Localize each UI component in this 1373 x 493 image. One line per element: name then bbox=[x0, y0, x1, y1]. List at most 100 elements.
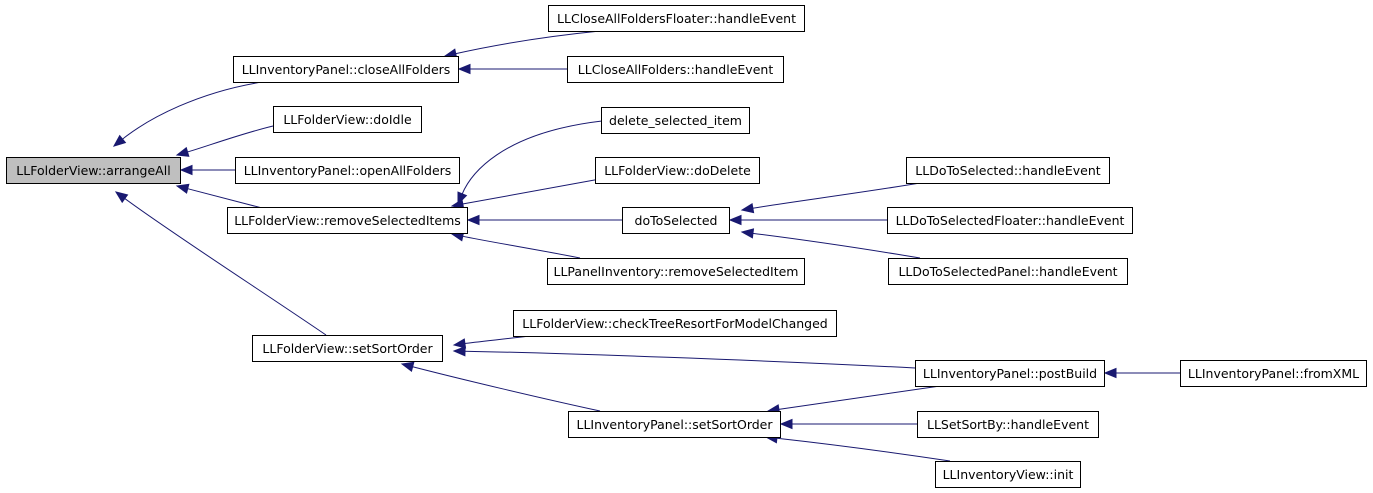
node-label: LLPanelInventory::removeSelectedItem bbox=[554, 264, 799, 279]
node-label: LLFolderView::checkTreeResortForModelCha… bbox=[522, 316, 827, 331]
edge-line bbox=[186, 187, 263, 209]
node-closeAllFolders[interactable]: LLInventoryPanel::closeAllFolders bbox=[233, 56, 459, 83]
edge-removeSelectedItems-to-arrangeAll bbox=[175, 183, 263, 209]
edge-line bbox=[775, 437, 951, 462]
node-label: LLInventoryPanel::setSortOrder bbox=[576, 417, 773, 432]
node-label: LLCloseAllFoldersFloater::handleEvent bbox=[557, 11, 796, 26]
node-box bbox=[887, 207, 1133, 234]
node-box bbox=[888, 258, 1128, 285]
edge-postBuild-to-setSortOrderFV bbox=[452, 345, 916, 369]
node-inventoryViewInit[interactable]: LLInventoryView::init bbox=[935, 461, 1081, 488]
node-checkTreeResort[interactable]: LLFolderView::checkTreeResortForModelCha… bbox=[513, 310, 837, 337]
edge-doToSelectedFloater-to-doToSelected bbox=[728, 214, 887, 226]
node-doToSelectedFloater[interactable]: LLDoToSelectedFloater::handleEvent bbox=[887, 207, 1133, 234]
node-box bbox=[547, 258, 805, 285]
arrowhead-icon bbox=[175, 146, 190, 157]
node-box bbox=[567, 56, 784, 83]
arrowhead-icon bbox=[779, 418, 793, 430]
edge-doDelete-to-removeSelectedItems bbox=[450, 178, 601, 210]
edge-line bbox=[777, 385, 941, 410]
edge-doToSelected-to-removeSelectedItems bbox=[466, 214, 622, 226]
node-box bbox=[568, 411, 781, 438]
node-label: delete_selected_item bbox=[609, 113, 742, 128]
edge-removeSelectedItem-to-removeSelectedItems bbox=[450, 231, 581, 259]
edge-closeAllFoldersHE-to-closeAllFolders bbox=[457, 63, 567, 75]
node-doIdle[interactable]: LLFolderView::doIdle bbox=[273, 106, 422, 133]
edge-line bbox=[463, 350, 916, 369]
edge-fromXML-to-postBuild bbox=[1103, 367, 1180, 379]
node-box bbox=[513, 310, 837, 337]
node-removeSelectedItem[interactable]: LLPanelInventory::removeSelectedItem bbox=[547, 258, 805, 285]
nodes-layer: LLFolderView::arrangeAllLLInventoryPanel… bbox=[6, 5, 1367, 488]
node-label: LLInventoryPanel::closeAllFolders bbox=[242, 62, 451, 77]
node-label: LLFolderView::arrangeAll bbox=[16, 163, 170, 178]
node-closeAllFoldersHE[interactable]: LLCloseAllFolders::handleEvent bbox=[567, 56, 784, 83]
node-closeAllFoldersFloater[interactable]: LLCloseAllFoldersFloater::handleEvent bbox=[548, 5, 805, 32]
node-label: LLFolderView::setSortOrder bbox=[262, 341, 433, 356]
node-arrangeAll[interactable]: LLFolderView::arrangeAll bbox=[6, 157, 181, 184]
edge-setSortOrderIP-to-setSortOrderFV bbox=[400, 361, 601, 412]
node-label: LLFolderView::removeSelectedItems bbox=[234, 213, 461, 228]
node-fromXML[interactable]: LLInventoryPanel::fromXML bbox=[1180, 360, 1367, 387]
node-postBuild[interactable]: LLInventoryPanel::postBuild bbox=[915, 360, 1105, 387]
node-removeSelectedItems[interactable]: LLFolderView::removeSelectedItems bbox=[227, 207, 468, 234]
arrowhead-icon bbox=[179, 164, 193, 176]
edge-line bbox=[461, 178, 601, 205]
arrowhead-icon bbox=[457, 63, 471, 75]
node-box bbox=[227, 207, 468, 234]
edge-doToSelectedPanel-to-doToSelected bbox=[740, 228, 921, 259]
node-box bbox=[233, 56, 459, 83]
node-box bbox=[601, 107, 750, 134]
node-label: LLDoToSelected::handleEvent bbox=[915, 163, 1100, 178]
node-label: LLFolderView::doIdle bbox=[283, 112, 412, 127]
node-box bbox=[935, 461, 1081, 488]
node-box bbox=[915, 360, 1105, 387]
node-doToSelected[interactable]: doToSelected bbox=[622, 207, 730, 234]
arrowhead-icon bbox=[114, 191, 129, 204]
edge-doToSelectedHE-to-doToSelected bbox=[740, 182, 921, 214]
node-box bbox=[6, 157, 181, 184]
node-setSortOrderFV[interactable]: LLFolderView::setSortOrder bbox=[252, 335, 443, 362]
node-label: doToSelected bbox=[635, 213, 718, 228]
arrowhead-icon bbox=[728, 214, 742, 226]
edge-doIdle-to-arrangeAll bbox=[175, 125, 274, 157]
node-openAllFolders[interactable]: LLInventoryPanel::openAllFolders bbox=[235, 157, 460, 184]
edge-closeAllFoldersFloater-to-closeAllFolders bbox=[443, 30, 601, 59]
edge-line bbox=[463, 335, 531, 345]
arrowhead-icon bbox=[1103, 367, 1117, 379]
node-label: LLInventoryView::init bbox=[943, 467, 1074, 482]
arrowhead-icon bbox=[740, 202, 755, 214]
edge-line bbox=[121, 81, 263, 141]
node-box bbox=[595, 157, 760, 184]
node-box bbox=[252, 335, 443, 362]
arrowhead-icon bbox=[175, 183, 190, 194]
node-label: LLDoToSelectedPanel::handleEvent bbox=[898, 264, 1117, 279]
node-setSortBy[interactable]: LLSetSortBy::handleEvent bbox=[917, 411, 1099, 438]
edge-openAllFolders-to-arrangeAll bbox=[179, 164, 235, 176]
node-box bbox=[906, 157, 1110, 184]
node-box bbox=[273, 106, 422, 133]
arrowhead-icon bbox=[740, 228, 755, 239]
edge-setSortBy-to-setSortOrderIP bbox=[779, 418, 917, 430]
edge-setSortOrderFV-to-arrangeAll bbox=[114, 191, 327, 336]
edge-line bbox=[454, 30, 601, 55]
node-label: LLDoToSelectedFloater::handleEvent bbox=[896, 213, 1125, 228]
edge-postBuild-to-setSortOrderIP bbox=[766, 385, 941, 415]
node-deleteSelectedItem[interactable]: delete_selected_item bbox=[601, 107, 750, 134]
edge-line bbox=[186, 125, 274, 153]
arrowhead-icon bbox=[466, 214, 480, 226]
node-doToSelectedPanel[interactable]: LLDoToSelectedPanel::handleEvent bbox=[888, 258, 1128, 285]
node-box bbox=[548, 5, 805, 32]
arrowhead-icon bbox=[452, 345, 466, 357]
edges-layer bbox=[112, 30, 1180, 462]
edge-line bbox=[461, 235, 581, 259]
node-box bbox=[917, 411, 1099, 438]
edge-line bbox=[461, 120, 603, 195]
node-box bbox=[1180, 360, 1367, 387]
node-setSortOrderIP[interactable]: LLInventoryPanel::setSortOrder bbox=[568, 411, 781, 438]
node-label: LLInventoryPanel::fromXML bbox=[1188, 366, 1359, 381]
node-label: LLSetSortBy::handleEvent bbox=[927, 417, 1089, 432]
node-doDelete[interactable]: LLFolderView::doDelete bbox=[595, 157, 760, 184]
node-doToSelectedHE[interactable]: LLDoToSelected::handleEvent bbox=[906, 157, 1110, 184]
